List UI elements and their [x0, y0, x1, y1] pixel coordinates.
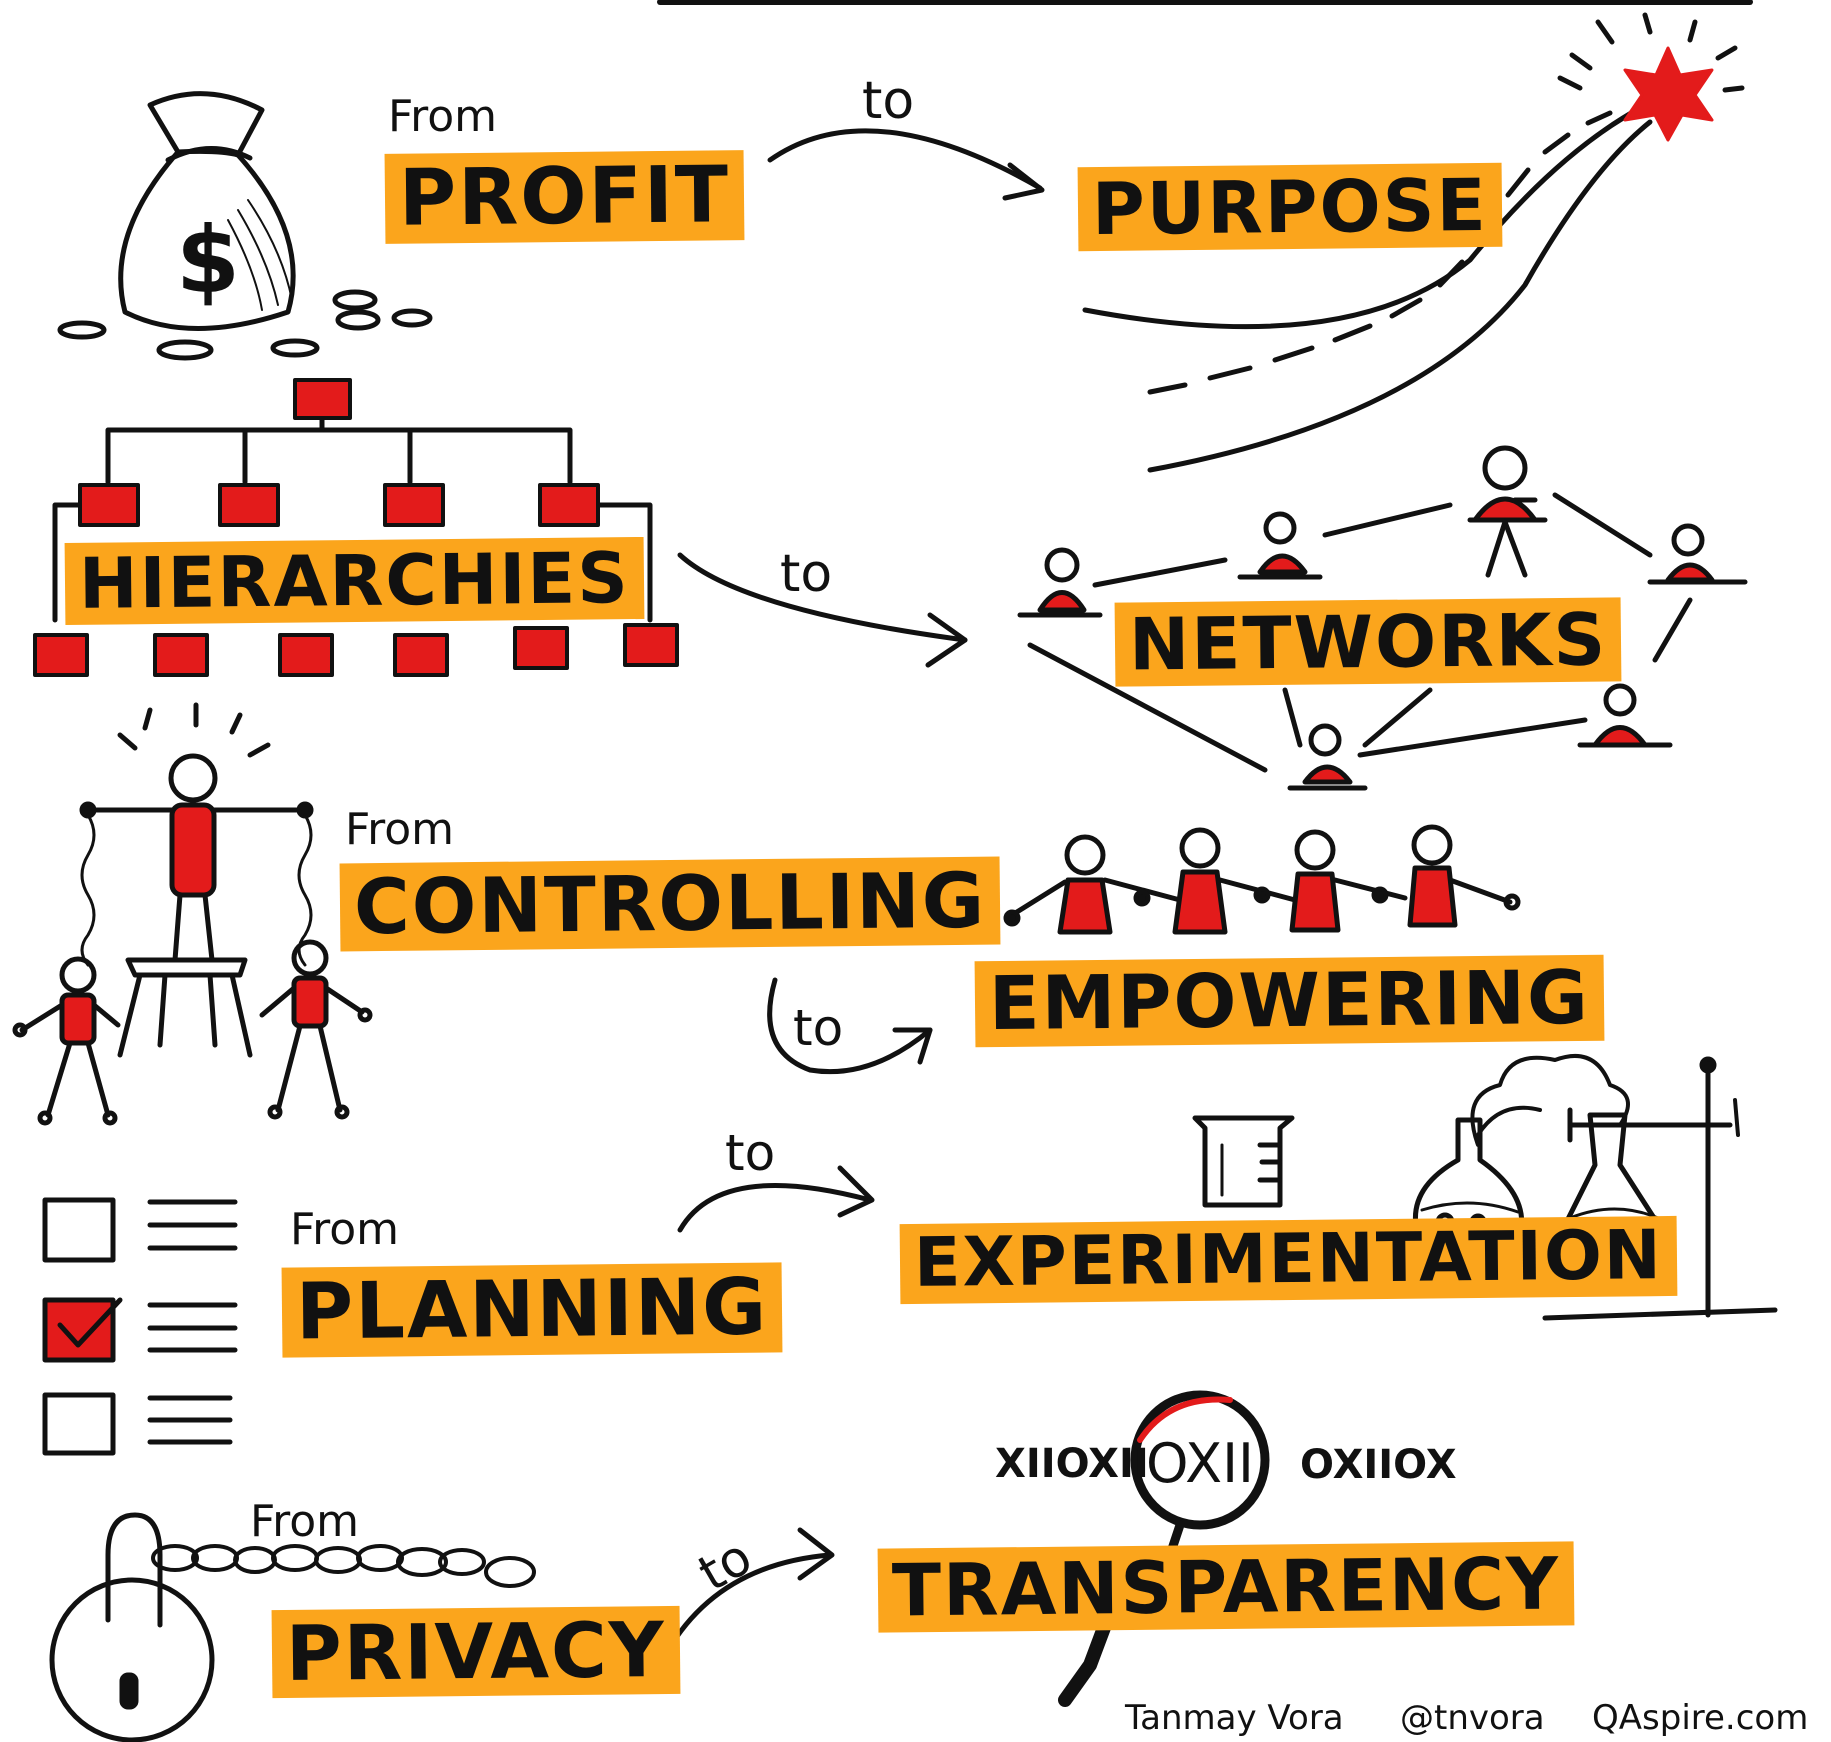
credit-site: QAspire.com: [1592, 1698, 1809, 1738]
org-chart-icon: [33, 378, 679, 677]
to-label-empowering: to: [793, 999, 844, 1057]
binary-center: OXII: [1146, 1432, 1254, 1495]
road-icon: [1082, 105, 1653, 473]
word-planning: PLANNING: [281, 1262, 783, 1358]
controlled-person-right-icon: [259, 939, 373, 1120]
arrow-planning-experimentation: [677, 1183, 873, 1233]
credit-handle: @tnvora: [1400, 1698, 1545, 1738]
word-empowering: EMPOWERING: [974, 954, 1605, 1048]
credit-author: Tanmay Vora: [1125, 1698, 1344, 1738]
from-label-profit: From: [388, 91, 498, 142]
word-profit: PROFIT: [384, 150, 745, 244]
word-controlling: CONTROLLING: [339, 856, 1001, 952]
arrow-profit-purpose: [767, 128, 1043, 191]
controller-figure-icon: [79, 702, 314, 1058]
to-label-experimentation: to: [725, 1124, 776, 1182]
star-icon: [1557, 12, 1745, 142]
word-purpose: PURPOSE: [1077, 162, 1503, 252]
to-label-purpose: to: [862, 71, 915, 131]
from-label-planning: From: [290, 1204, 400, 1255]
word-privacy: PRIVACY: [271, 1605, 681, 1699]
people-holding-hands-icon: [1003, 824, 1521, 935]
binary-right: OXIIOX: [1300, 1442, 1457, 1488]
arrow-controlling-empowering: [767, 977, 933, 1075]
arrow-hierarchies-networks: [677, 552, 968, 643]
dollar-sign: $: [176, 207, 240, 314]
word-networks: NETWORKS: [1114, 597, 1622, 687]
checklist-icon: [42, 1197, 238, 1456]
beaker-icon: [1192, 1115, 1295, 1208]
controlled-person-left-icon: [12, 956, 121, 1126]
word-hierarchies: HIERARCHIES: [64, 536, 645, 626]
money-bag-icon: $: [57, 91, 433, 361]
word-transparency: TRANSPARENCY: [877, 1541, 1575, 1633]
padlock-icon: [49, 1512, 215, 1742]
network-icon: [1017, 445, 1748, 791]
chain-icon: [151, 1544, 536, 1588]
from-label-privacy: From: [250, 1496, 360, 1547]
word-experimentation: EXPERIMENTATION: [899, 1215, 1678, 1305]
from-label-controlling: From: [345, 804, 455, 855]
binary-left: XIIOXII: [995, 1441, 1149, 1487]
to-label-networks: to: [780, 544, 833, 604]
